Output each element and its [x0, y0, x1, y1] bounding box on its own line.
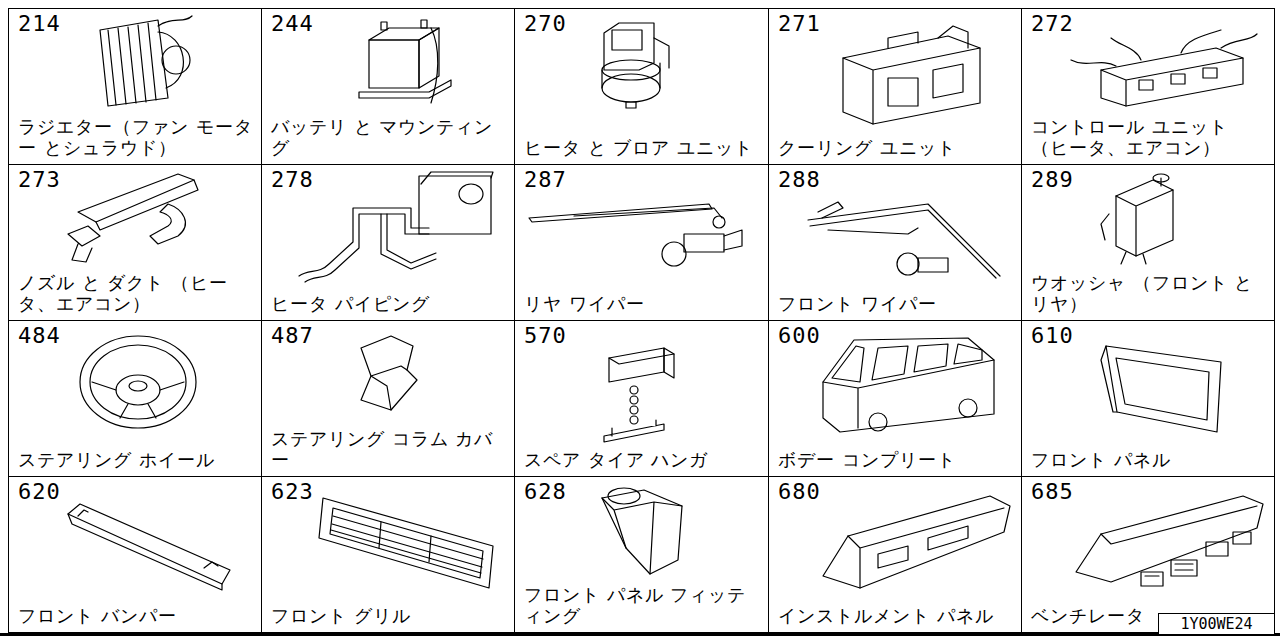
part-name: ステアリング ホイール — [18, 449, 253, 471]
front-grille-figure — [319, 498, 493, 588]
part-name: リヤ ワイパー — [524, 293, 760, 315]
catalog-cell: 273 ノズル と ダクト （ヒータ、エアコン） — [8, 164, 262, 321]
part-name: ステアリング コラム カバー — [271, 428, 506, 471]
rear-wiper-figure — [529, 204, 742, 266]
callout-number: 600 — [778, 324, 821, 348]
callout-number: 273 — [18, 168, 61, 192]
catalog-cell: 610 フロント パネル — [1021, 320, 1275, 477]
callout-number: 289 — [1031, 168, 1074, 192]
catalog-cell: 270 ヒータ と ブロア ユニット — [514, 8, 769, 165]
catalog-cell: 623 フロント グリル — [261, 476, 515, 633]
part-name: フロント パネル フィッティング — [524, 584, 760, 627]
catalog-cell: 680 インストルメント パネル — [768, 476, 1022, 633]
part-name: フロント バンパー — [18, 605, 253, 627]
callout-number: 244 — [271, 12, 314, 36]
catalog-cell: 288 フロント ワイパー — [768, 164, 1022, 321]
catalog-cell: 271 クーリング ユニット — [768, 8, 1022, 165]
catalog-cell: 628 フロント パネル フィッティング — [514, 476, 769, 633]
ventilator-figure — [1076, 496, 1263, 586]
part-name: コントロール ユニット （ヒータ、エアコン） — [1031, 116, 1266, 159]
callout-number: 610 — [1031, 324, 1074, 348]
part-name: インストルメント パネル — [778, 605, 1013, 627]
part-name: ウオッシャ （フロント と リヤ） — [1031, 272, 1266, 315]
callout-number: 570 — [524, 324, 567, 348]
duct-figure — [68, 174, 198, 262]
callout-number: 271 — [778, 12, 821, 36]
callout-number: 628 — [524, 480, 567, 504]
catalog-cell: 484 ステアリング ホイール — [8, 320, 262, 477]
callout-number: 270 — [524, 12, 567, 36]
callout-number: 680 — [778, 480, 821, 504]
instrument-panel-figure — [823, 496, 1010, 588]
callout-number: 484 — [18, 324, 61, 348]
catalog-cell: 685ベンチレータ — [1021, 476, 1275, 633]
steering-wheel-figure — [80, 336, 196, 428]
base-rule — [0, 633, 1280, 636]
callout-number: 685 — [1031, 480, 1074, 504]
part-name: ノズル と ダクト （ヒータ、エアコン） — [18, 272, 253, 315]
tire-hanger-figure — [604, 348, 674, 442]
part-name: フロント ワイパー — [778, 293, 1013, 315]
catalog-cell: 244 バッテリ と マウンティング — [261, 8, 515, 165]
front-wiper-figure — [808, 202, 1000, 278]
front-bumper-figure — [68, 504, 230, 590]
part-name: ヒータ と ブロア ユニット — [524, 137, 760, 159]
drawing-code: 1Y00WE24 — [1180, 615, 1252, 633]
part-name: スペア タイア ハンガ — [524, 449, 760, 471]
callout-number: 487 — [271, 324, 314, 348]
catalog-cell: 272 コントロール ユニット （ヒータ、エアコン） — [1021, 8, 1275, 165]
panel-fitting-figure — [602, 488, 682, 574]
washer-figure — [1101, 174, 1173, 264]
callout-number: 623 — [271, 480, 314, 504]
catalog-cell: 600 ボデー コンプリート — [768, 320, 1022, 477]
callout-number: 620 — [18, 480, 61, 504]
catalog-cell: 487 ステアリング コラム カバー — [261, 320, 515, 477]
part-name: ラジエター（ファン モーター とシュラウド） — [18, 116, 253, 159]
control-unit-figure — [1071, 30, 1257, 106]
part-name: ボデー コンプリート — [778, 449, 1013, 471]
catalog-cell: 289 ウオッシャ （フロント と リヤ） — [1021, 164, 1275, 321]
part-name: フロント グリル — [271, 605, 506, 627]
catalog-cell: 278 ヒータ パイピング — [261, 164, 515, 321]
heater-piping-figure — [299, 172, 493, 282]
radiator-figure — [100, 16, 192, 106]
catalog-cell: 570 スペア タイア ハンガ — [514, 320, 769, 477]
part-name: クーリング ユニット — [778, 137, 1013, 159]
catalog-cell: 214 ラジエター（ファン モーター とシュラウド） — [8, 8, 262, 165]
part-name: ヒータ パイピング — [271, 293, 506, 315]
callout-number: 214 — [18, 12, 61, 36]
callout-number: 288 — [778, 168, 821, 192]
column-cover-figure — [361, 336, 417, 410]
catalog-cell: 620 フロント バンパー — [8, 476, 262, 633]
van-body-figure — [823, 338, 994, 432]
front-panel-figure — [1101, 346, 1221, 432]
catalog-cell: 287 リヤ ワイパー — [514, 164, 769, 321]
callout-number: 272 — [1031, 12, 1074, 36]
callout-number: 287 — [524, 168, 567, 192]
drawing-code-box: 1Y00WE24 — [1158, 613, 1275, 635]
cooling-unit-figure — [843, 26, 980, 124]
callout-number: 278 — [271, 168, 314, 192]
battery-figure — [359, 20, 451, 103]
part-name: バッテリ と マウンティング — [271, 116, 506, 159]
blower-figure — [602, 23, 669, 108]
part-name: フロント パネル — [1031, 449, 1266, 471]
